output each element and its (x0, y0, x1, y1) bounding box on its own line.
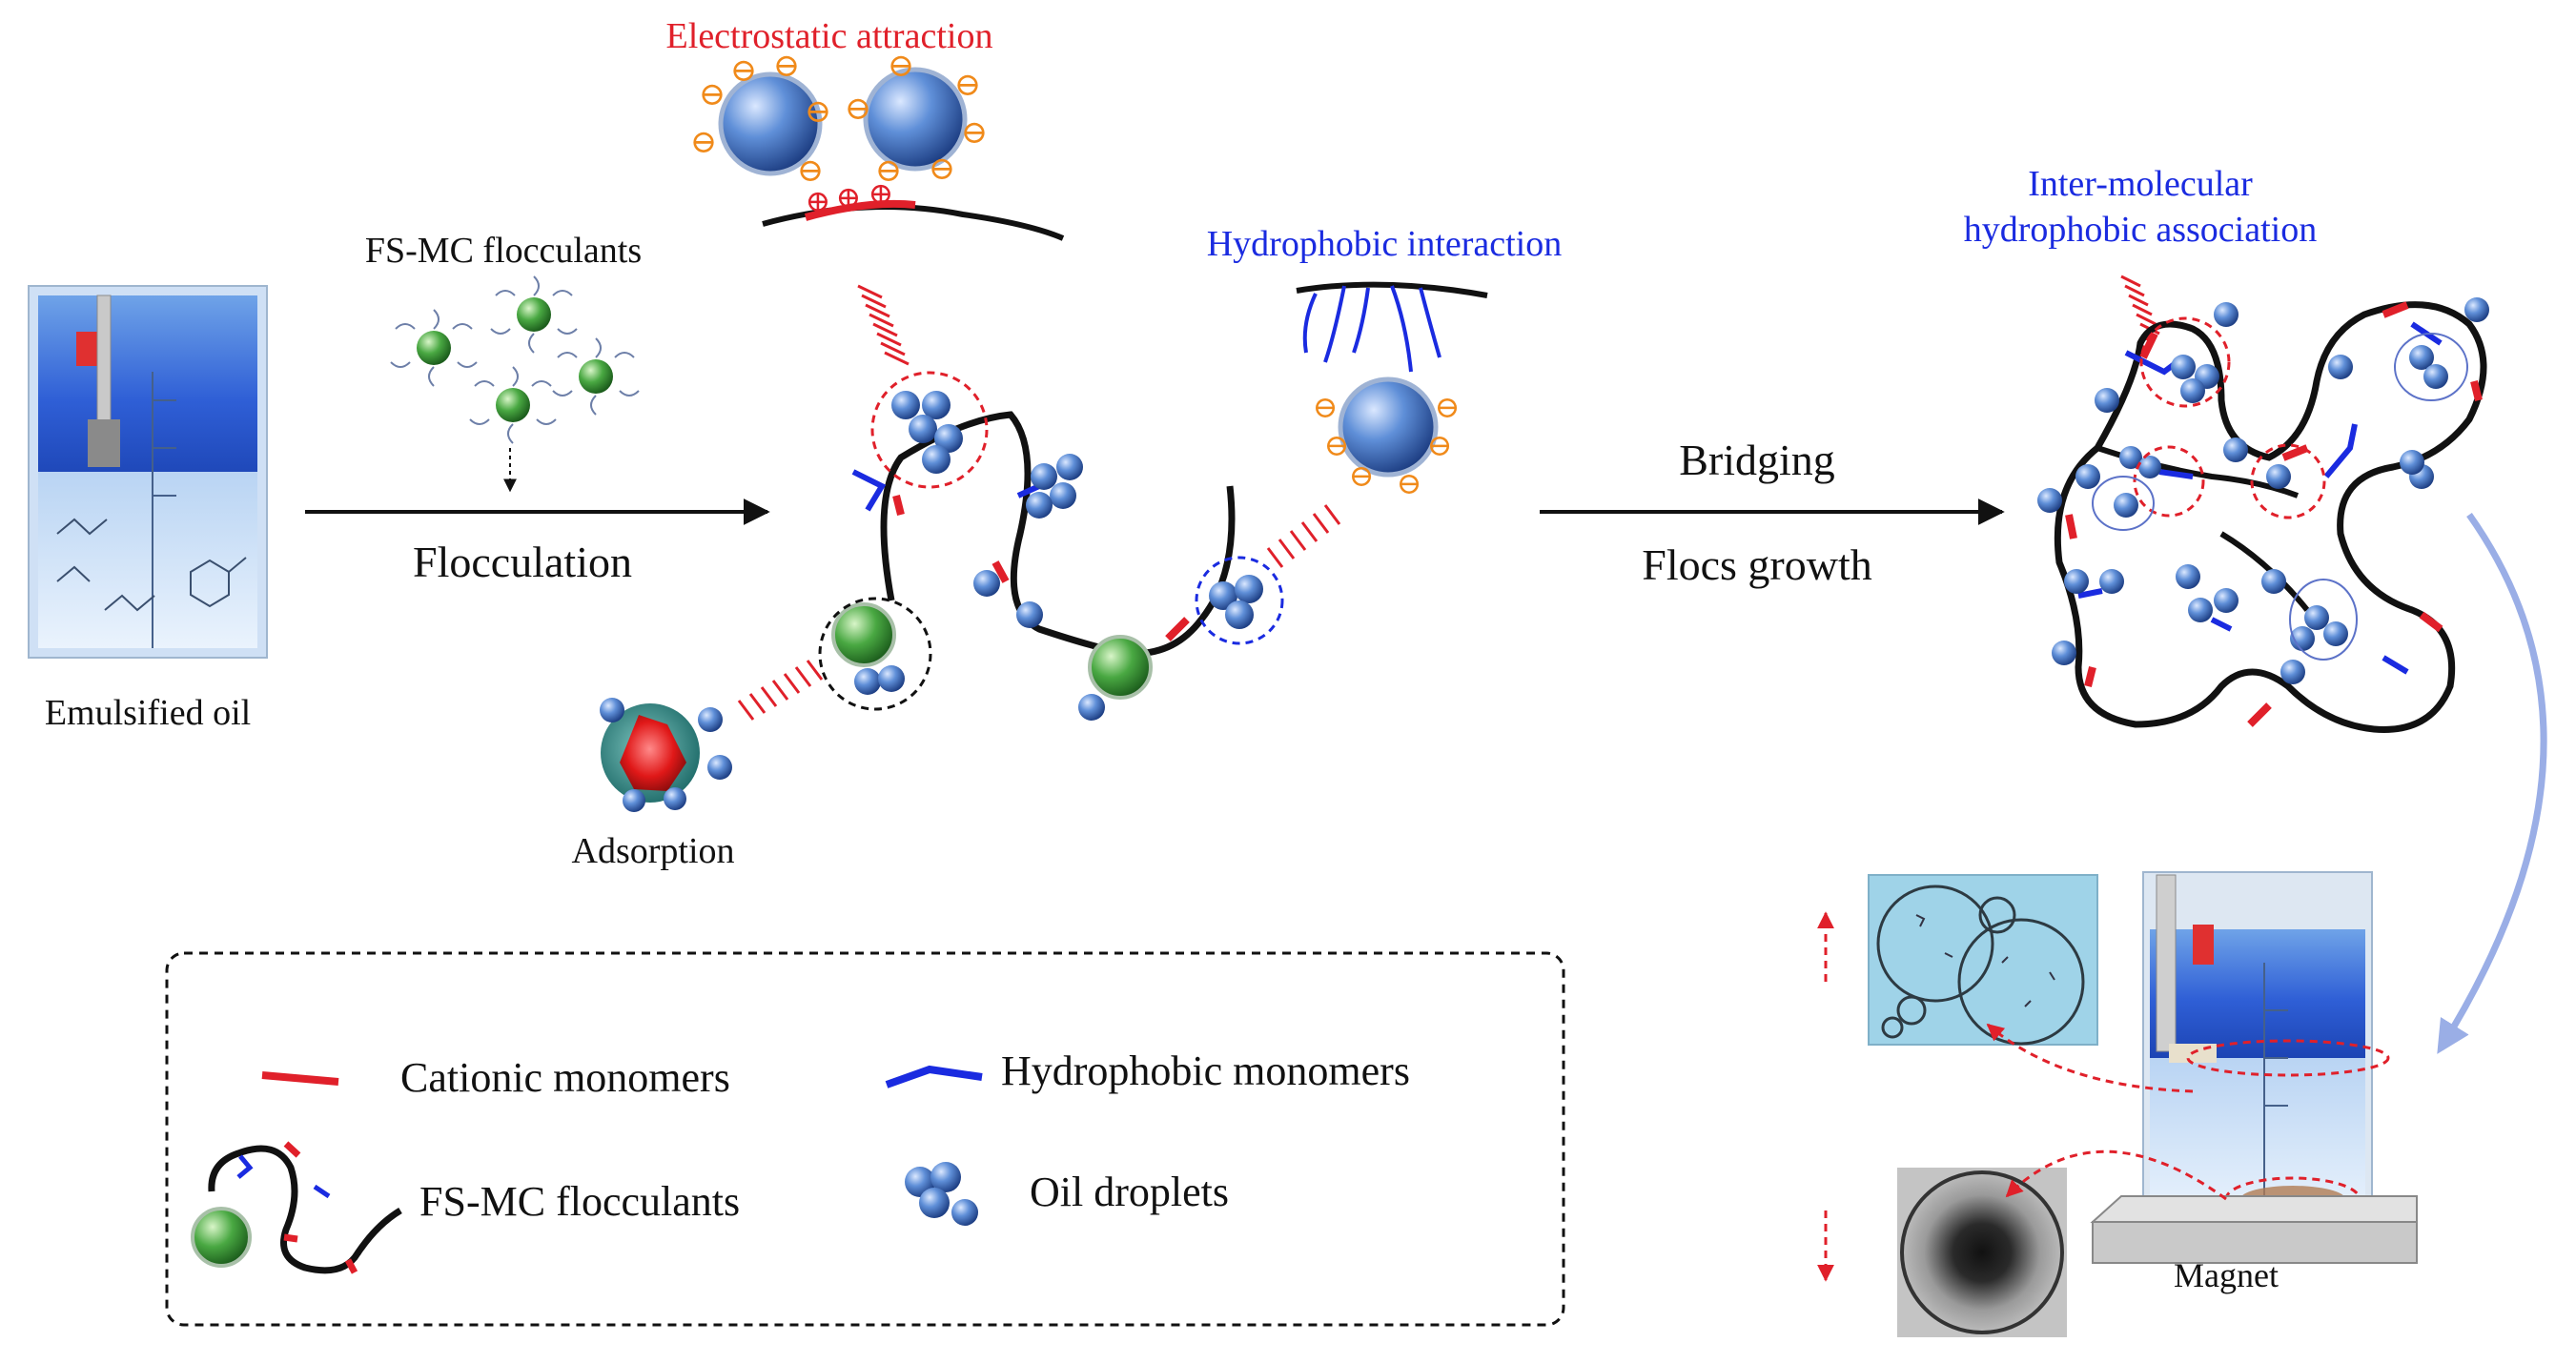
svg-text:⊖: ⊖ (1349, 458, 1375, 493)
svg-text:⊖: ⊖ (1324, 428, 1350, 462)
micrograph-top (1868, 874, 2098, 1046)
svg-text:⊖: ⊖ (805, 94, 832, 130)
magnet-beaker (2090, 871, 2418, 1264)
svg-text:⊖: ⊖ (875, 153, 903, 189)
legend-flocculant-label: FS-MC flocculants (419, 1178, 740, 1225)
fs-mc-flocculants-label: FS-MC flocculants (365, 231, 642, 271)
svg-text:⊖: ⊖ (1397, 466, 1422, 500)
inter-molecular-label-line1: Inter-molecular (2028, 164, 2253, 204)
svg-text:⊖: ⊖ (699, 77, 726, 112)
svg-text:⊖: ⊖ (845, 92, 872, 127)
svg-text:⊖: ⊖ (1435, 390, 1461, 424)
flocculation-label: Flocculation (413, 538, 632, 586)
hydrophobic-inset (1296, 281, 1488, 478)
svg-text:⊕: ⊕ (869, 176, 894, 211)
legend-cationic-swatch (261, 1071, 339, 1086)
svg-text:⊖: ⊖ (929, 152, 956, 187)
flocs-growth-label: Flocs growth (1642, 540, 1872, 589)
legend-oil-droplets-label: Oil droplets (1030, 1169, 1229, 1215)
emulsified-oil-label: Emulsified oil (45, 693, 251, 733)
legend-hydrophobic-label: Hydrophobic monomers (1001, 1048, 1410, 1094)
adsorption-particle (600, 698, 732, 812)
bridging-label: Bridging (1679, 436, 1835, 484)
photo-connector-arrows (1986, 1023, 2227, 1201)
legend-flocculant-swatch (191, 1141, 402, 1274)
process-arrow (2437, 512, 2547, 1054)
svg-text:⊖: ⊖ (773, 49, 801, 84)
micrograph-bottom (1897, 1168, 2067, 1337)
svg-text:⊕: ⊕ (806, 184, 831, 218)
magnet-label: Magnet (2174, 1256, 2279, 1294)
legend-box (165, 951, 1565, 1327)
anion-symbols: ⊖ ⊖ ⊖ ⊖ ⊖ ⊖ ⊖ ⊖ ⊖ ⊖ ⊖ ⊖ (690, 49, 989, 189)
emulsified-oil-beaker (28, 285, 268, 659)
legend-oil-droplets-swatch (905, 1162, 978, 1226)
legend-cationic-label: Cationic monomers (400, 1054, 730, 1101)
hydrophobic-interaction-label: Hydrophobic interaction (1207, 224, 1563, 264)
electrostatic-inset (718, 67, 1065, 241)
fs-mc-flocculant-particles (390, 275, 640, 444)
electrostatic-attraction-label: Electrostatic attraction (666, 16, 993, 56)
svg-text:⊖: ⊖ (961, 115, 989, 151)
flocs-network (2037, 297, 2489, 733)
svg-text:⊕: ⊕ (836, 180, 862, 214)
adsorption-label: Adsorption (572, 831, 735, 871)
adsorption-hatch (737, 660, 824, 721)
svg-text:⊖: ⊖ (1313, 390, 1339, 424)
hydrophobic-hatch (1266, 504, 1341, 568)
electrostatic-hatch (857, 284, 910, 366)
svg-text:⊖: ⊖ (690, 125, 718, 160)
inter-molecular-label-line2: hydrophobic association (1964, 210, 2317, 250)
central-flocculant-chain (818, 371, 1284, 721)
svg-text:⊖: ⊖ (797, 153, 825, 189)
cation-symbols: ⊕ ⊕ ⊕ (806, 176, 894, 218)
svg-text:⊖: ⊖ (954, 68, 982, 103)
svg-text:⊖: ⊖ (1427, 428, 1453, 462)
svg-text:⊖: ⊖ (730, 53, 758, 89)
legend-hydrophobic-swatch (885, 1065, 983, 1088)
svg-text:⊖: ⊖ (888, 49, 915, 84)
hydrophobic-anion-symbols: ⊖ ⊖ ⊖ ⊖ ⊖ ⊖ (1313, 390, 1461, 500)
